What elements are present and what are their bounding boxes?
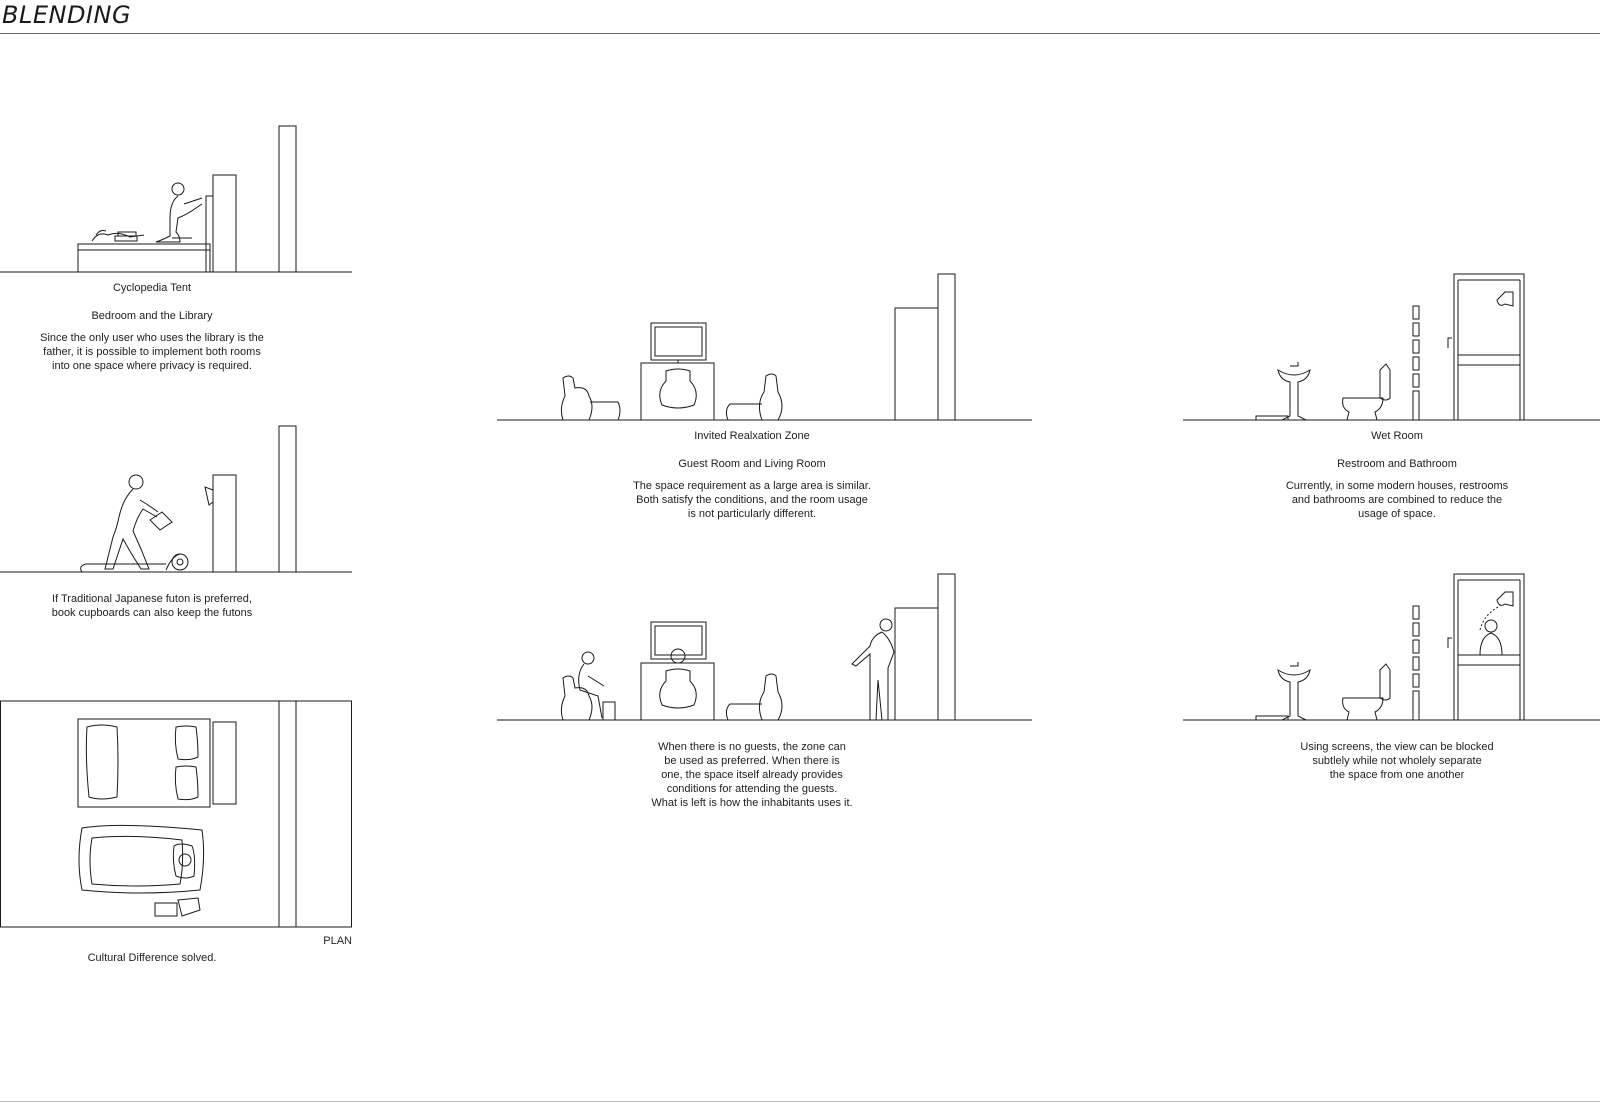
shower-unit [1454, 574, 1524, 720]
seated-figure [579, 652, 604, 718]
screen-panels [1413, 306, 1419, 420]
plan-slippers [155, 903, 177, 916]
partition-block [895, 308, 938, 420]
text-line: the space from one another [1329, 769, 1465, 781]
tv-cabinet [641, 663, 714, 720]
text-line: be used as preferred. When there is [664, 755, 840, 767]
wet-room-section-screened [1183, 574, 1600, 720]
walking-figure [105, 475, 158, 569]
wet-room-section [1183, 274, 1600, 420]
plan-bed [78, 719, 210, 807]
text-line: subtlely while not wholely separate [1312, 755, 1482, 767]
side-table [603, 702, 615, 720]
viewer-head [671, 649, 685, 663]
text-line: and bathrooms are combined to reduce the [1291, 494, 1503, 506]
plan-caption: Cultural Difference solved. [87, 952, 217, 964]
text-line: If Traditional Japanese futon is preferr… [52, 593, 252, 605]
text-line: father, it is possible to implement both… [43, 346, 261, 358]
relaxation-description: The space requirement as a large area is… [602, 479, 902, 521]
text-line: Currently, in some modern houses, restro… [1285, 480, 1509, 492]
tv [651, 323, 706, 360]
text-line: When there is no guests, the zone can [658, 741, 846, 753]
bedroom-description: Since the only user who uses the library… [22, 331, 282, 373]
relaxation-section-occupied [497, 574, 1032, 720]
relaxation-rooms-label: Guest Room and Living Room [678, 458, 826, 470]
ottoman [726, 704, 762, 720]
center-chair [660, 369, 697, 408]
wet-room-note: Using screens, the view can be blocked s… [1247, 740, 1547, 782]
page-title: BLENDING [2, 1, 132, 29]
wet-room-rooms-label: Restroom and Bathroom [1337, 458, 1457, 470]
futon-section [0, 426, 352, 572]
shower-spray [1480, 606, 1500, 630]
wet-room-zone-label: Wet Room [1371, 430, 1423, 442]
text-line: book cupboards can also keep the futons [51, 607, 253, 619]
armchair-left [561, 676, 592, 720]
plan-bookcase [213, 722, 236, 804]
text-line: is not particularly different. [687, 508, 817, 520]
center-chair [660, 669, 697, 708]
tv-cabinet [641, 363, 714, 420]
text-line: conditions for attending the guests. [666, 783, 838, 795]
text-line: one, the space itself already provides [661, 769, 843, 781]
wet-room-description: Currently, in some modern houses, restro… [1247, 479, 1547, 521]
bed [78, 244, 210, 272]
tv [651, 622, 706, 659]
rolled-futon [81, 564, 166, 572]
pillow [150, 512, 172, 530]
plan-drawing [1, 701, 352, 927]
kneeling-figure [156, 183, 202, 242]
sink [1278, 370, 1310, 420]
screen-panels [1413, 606, 1419, 720]
text-line: Both satisfy the conditions, and the roo… [636, 494, 868, 506]
text-line: Using screens, the view can be blocked [1300, 741, 1494, 753]
relaxation-note: When there is no guests, the zone can be… [602, 740, 902, 810]
plan-wall [279, 701, 296, 927]
partition-wall [938, 274, 955, 420]
bedroom-zone-label: Cyclopedia Tent [112, 282, 192, 294]
bookcase [213, 475, 236, 572]
bathing-figure [1480, 620, 1502, 655]
ottoman [726, 404, 762, 420]
shower-head [1497, 592, 1513, 606]
sink [1278, 670, 1310, 720]
relaxation-zone-label: Invited Realxation Zone [694, 430, 810, 442]
armchair-left [561, 376, 592, 420]
shower-unit [1454, 274, 1524, 420]
lying-figure [92, 233, 144, 241]
text-line: The space requirement as a large area is… [633, 480, 871, 492]
plan-label: PLAN [323, 935, 352, 947]
armchair-right [759, 674, 782, 720]
standing-figure [852, 619, 894, 720]
plan-border [1, 701, 352, 927]
partition-block [895, 608, 938, 720]
partition-wall [279, 126, 296, 272]
text-line: What is left is how the inhabitants uses… [651, 797, 853, 809]
toilet [1343, 398, 1383, 420]
futon-note: If Traditional Japanese futon is preferr… [22, 592, 282, 620]
text-line: Since the only user who uses the library… [40, 332, 264, 344]
partition-wall [279, 426, 296, 572]
partition-wall [938, 574, 955, 720]
bookcase [213, 175, 236, 272]
armchair-right [759, 374, 782, 420]
shower-head [1497, 292, 1513, 306]
text-line: usage of space. [1358, 508, 1436, 520]
title-rule [0, 33, 1600, 34]
bedroom-rooms-label: Bedroom and the Library [91, 310, 213, 322]
plan-futon [79, 825, 204, 893]
bedroom-library-section [0, 126, 352, 272]
relaxation-section [497, 274, 1032, 420]
text-line: into one space where privacy is required… [52, 360, 252, 372]
toilet [1343, 698, 1383, 720]
